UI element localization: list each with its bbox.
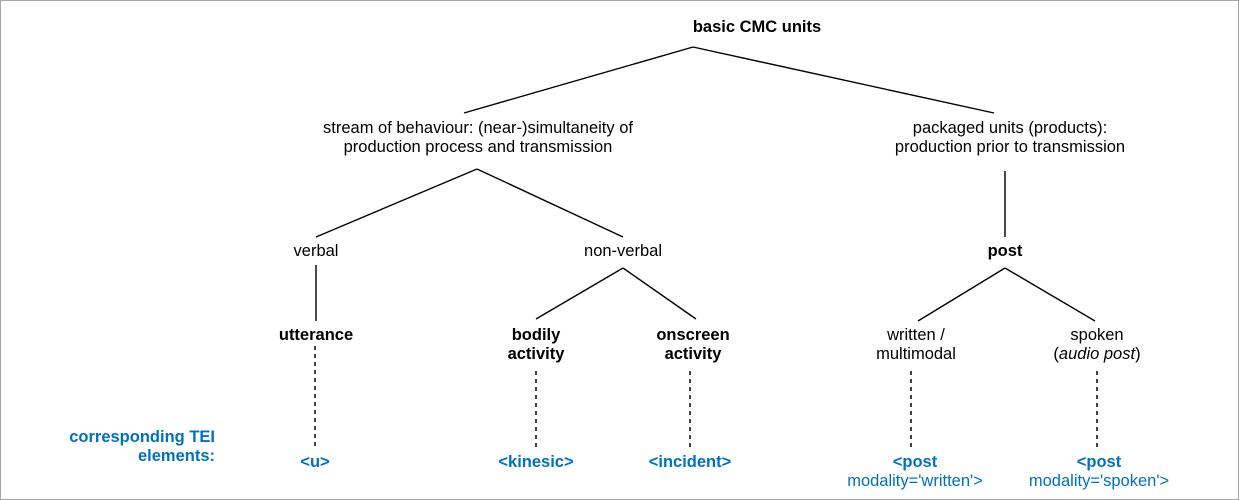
edge-root-to-stream [463,46,694,114]
edge-stream-to-verbal [315,168,478,238]
edge-post-to-written [917,267,1006,322]
node-onscreen-line-2: activity [664,345,722,364]
tei-element-kinesic: <kinesic> [498,453,573,472]
tei-caption-line-1: corresponding TEI [69,428,215,446]
node-post: post [988,242,1023,261]
tei-element-incident-label: <incident> [648,453,732,471]
node-spoken-paren-open: ( [1053,345,1059,364]
tei-post-spoken-line-1: <post [1076,453,1122,471]
edge-stream-to-nonverbal [476,168,624,238]
node-spoken-line-1: spoken [1070,326,1124,344]
node-utterance-label: utterance [278,326,354,344]
node-packaged-line-2: production prior to transmission [894,138,1126,157]
tei-element-u: <u> [300,453,329,472]
node-non-verbal-label: non-verbal [584,242,662,260]
node-basic-cmc-units-label: basic CMC units [692,18,822,36]
node-packaged-units: packaged units (products): production pr… [895,119,1125,158]
node-verbal: verbal [294,242,339,261]
edge-root-to-packaged [692,46,995,114]
tei-element-post-spoken: <post modality='spoken'> [1029,453,1169,492]
edge-post-to-spoken [1004,267,1096,322]
node-verbal-label: verbal [293,242,339,260]
tei-element-incident: <incident> [649,453,732,472]
node-stream-of-behaviour: stream of behaviour: (near-)simultaneity… [323,119,633,158]
node-written-line-2: multimodal [876,345,956,364]
node-bodily-line-2: activity [507,345,565,364]
node-spoken-line-2: (audio post) [1053,345,1140,364]
node-utterance: utterance [279,326,353,345]
node-onscreen-activity: onscreen activity [656,326,729,365]
tei-element-post-written: <post modality='written'> [847,453,983,492]
tei-post-written-line-2: modality='written'> [847,472,983,491]
node-onscreen-line-1: onscreen [656,326,730,344]
node-written-multimodal: written / multimodal [876,326,956,365]
tei-element-u-label: <u> [300,453,330,471]
node-stream-line-1: stream of behaviour: (near-)simultaneity… [323,119,633,137]
tei-post-spoken-line-2: modality='spoken'> [1028,472,1170,491]
tei-element-kinesic-label: <kinesic> [498,453,574,471]
node-stream-line-2: production process and transmission [343,138,613,157]
node-spoken-italic: audio post [1058,345,1136,364]
edge-nonverbal-to-onscreen [622,267,697,320]
tei-post-written-line-1: <post [892,453,938,471]
node-spoken-audio-post: spoken (audio post) [1053,326,1140,365]
edge-nonverbal-to-bodily [535,267,624,320]
node-basic-cmc-units: basic CMC units [693,18,821,37]
node-written-line-1: written / [887,326,945,344]
node-bodily-activity: bodily activity [508,326,565,365]
node-post-label: post [987,242,1023,260]
node-non-verbal: non-verbal [584,242,662,261]
node-packaged-line-1: packaged units (products): [912,119,1108,137]
tei-caption-line-2: elements: [137,447,215,466]
node-bodily-line-1: bodily [511,326,561,344]
tei-caption: corresponding TEI elements: [15,428,215,467]
node-spoken-paren-close: ) [1135,345,1141,364]
